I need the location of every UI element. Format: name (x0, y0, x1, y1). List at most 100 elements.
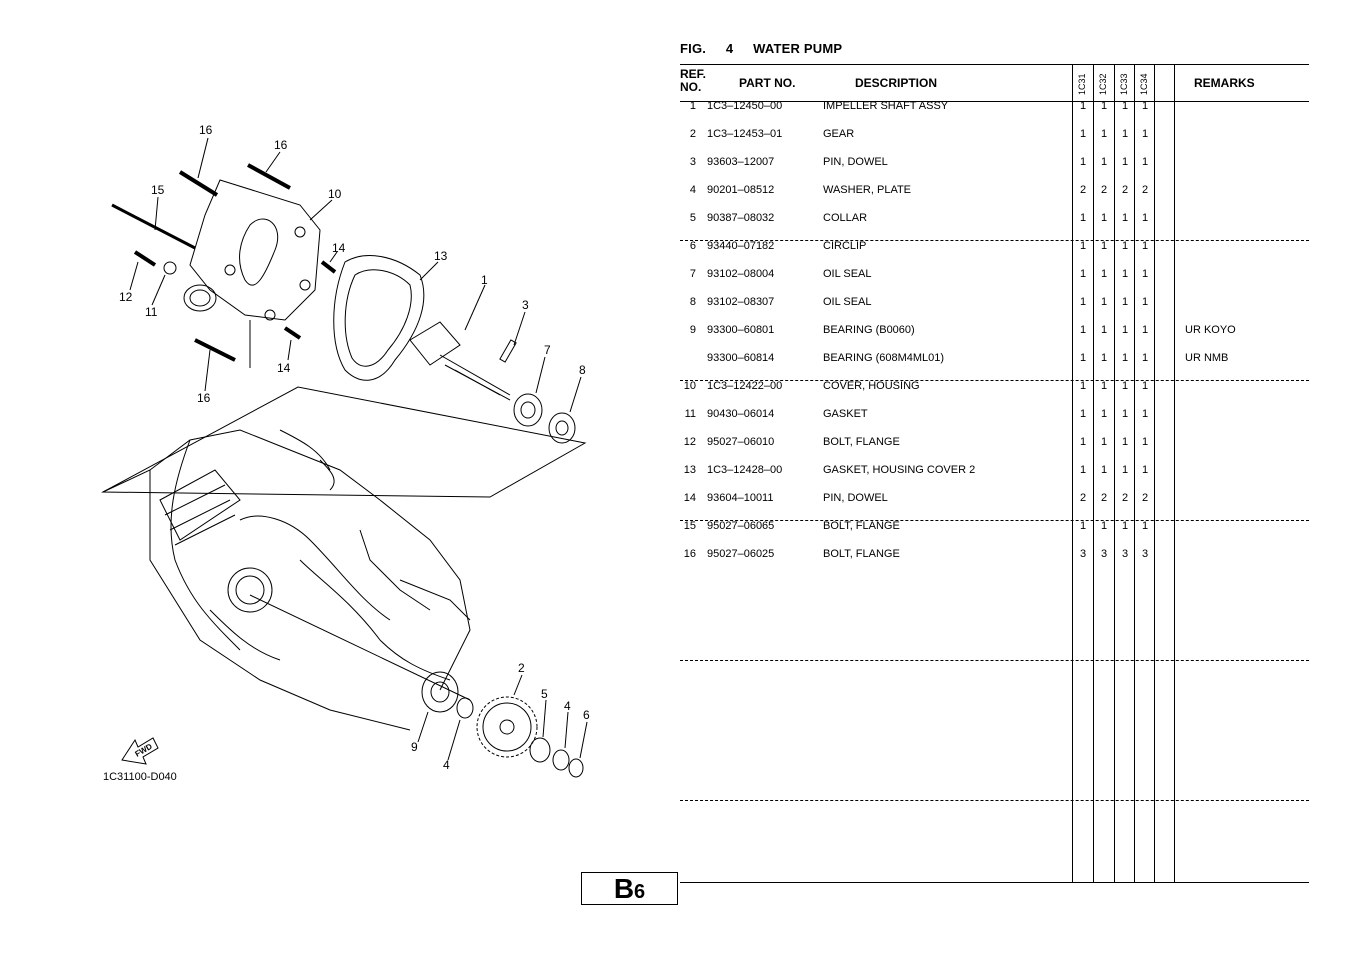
row-qty-model-3: 1 (1121, 464, 1129, 476)
row-qty-model-3: 1 (1121, 352, 1129, 364)
figure-title: FIG. 4 WATER PUMP (680, 41, 842, 56)
row-ref-no: 2 (689, 128, 696, 140)
row-part-no: 95027–06065 (707, 520, 775, 532)
row-description: BOLT, FLANGE (823, 436, 900, 448)
callout-12: 12 (119, 290, 133, 304)
callout-7: 7 (544, 343, 551, 357)
row-part-no: 1C3–12422–00 (707, 380, 783, 392)
row-ref-no: 1 (689, 100, 696, 112)
callout-16: 16 (197, 391, 211, 405)
group-separator (680, 660, 1309, 661)
row-part-no: 95027–06025 (707, 548, 775, 560)
row-qty-model-1: 1 (1079, 268, 1087, 280)
row-description: COLLAR (823, 212, 868, 224)
row-qty-model-4: 3 (1141, 548, 1149, 560)
row-qty-model-2: 1 (1100, 324, 1108, 336)
row-qty-model-3: 3 (1121, 548, 1129, 560)
row-qty-model-1: 1 (1079, 240, 1087, 252)
row-qty-model-3: 1 (1121, 156, 1129, 168)
group-separator (680, 520, 1309, 521)
callout-16: 16 (274, 138, 288, 152)
row-qty-model-1: 1 (1079, 436, 1087, 448)
row-part-no: 90201–08512 (707, 184, 775, 196)
row-qty-model-2: 1 (1100, 240, 1108, 252)
row-qty-model-4: 1 (1141, 100, 1149, 112)
row-description: GEAR (823, 128, 855, 140)
callout-2: 2 (518, 661, 525, 675)
row-description: OIL SEAL (823, 268, 872, 280)
header-ref: REF. NO. (680, 67, 707, 94)
group-separator (680, 800, 1309, 801)
header-part-no: PART NO. (739, 76, 796, 90)
row-description: WASHER, PLATE (823, 184, 912, 196)
row-description: OIL SEAL (823, 296, 872, 308)
row-part-no: 93300–60814 (707, 352, 775, 364)
row-ref-no: 6 (689, 240, 696, 252)
row-qty-model-2: 1 (1100, 100, 1108, 112)
callout-6: 6 (583, 708, 590, 722)
column-divider (1174, 64, 1175, 882)
row-ref-no: 10 (683, 380, 696, 392)
header-description: DESCRIPTION (855, 76, 938, 90)
row-qty-model-4: 2 (1141, 184, 1149, 196)
callout-8: 8 (579, 363, 586, 377)
row-qty-model-1: 1 (1079, 324, 1087, 336)
row-qty-model-1: 1 (1079, 352, 1087, 364)
row-part-no: 93300–60801 (707, 324, 775, 336)
row-part-no: 93440–07182 (707, 240, 775, 252)
row-ref-no: 13 (683, 464, 696, 476)
row-qty-model-4: 1 (1141, 464, 1149, 476)
diagram-code: 1C31100-D040 (103, 771, 177, 783)
page-letter: B (613, 873, 635, 904)
row-qty-model-3: 1 (1121, 128, 1129, 140)
row-part-no: 93603–12007 (707, 156, 775, 168)
callout-14: 14 (277, 361, 291, 375)
row-qty-model-3: 1 (1121, 296, 1129, 308)
row-part-no: 1C3–12428–00 (707, 464, 783, 476)
row-description: PIN, DOWEL (823, 156, 888, 168)
row-part-no: 90387–08032 (707, 212, 775, 224)
fig-number: 4 (725, 41, 734, 56)
row-ref-no: 11 (684, 408, 696, 420)
row-qty-model-2: 1 (1100, 352, 1108, 364)
column-divider (1134, 64, 1135, 882)
fig-label: FIG. (680, 41, 707, 56)
row-qty-model-4: 1 (1141, 212, 1149, 224)
row-ref-no: 12 (683, 436, 696, 448)
row-qty-model-3: 1 (1121, 268, 1129, 280)
row-qty-model-4: 1 (1141, 156, 1149, 168)
row-ref-no: 16 (683, 548, 696, 560)
row-qty-model-4: 1 (1141, 240, 1149, 252)
callout-15: 15 (151, 183, 165, 197)
callout-1: 1 (481, 273, 488, 287)
group-separator (680, 380, 1309, 381)
row-qty-model-4: 1 (1141, 520, 1149, 532)
page-number: 6 (634, 881, 646, 903)
row-qty-model-4: 1 (1141, 436, 1149, 448)
row-qty-model-1: 1 (1079, 520, 1087, 532)
row-qty-model-1: 1 (1079, 464, 1087, 476)
column-divider (1154, 64, 1155, 882)
row-ref-no: 4 (689, 184, 696, 196)
row-qty-model-2: 2 (1100, 184, 1108, 196)
row-part-no: 93102–08004 (707, 268, 775, 280)
row-qty-model-3: 1 (1121, 212, 1129, 224)
water-pump-exploded-view: 16 16 15 10 14 13 1 3 7 8 12 11 14 16 2 … (101, 123, 590, 778)
row-qty-model-1: 2 (1079, 184, 1087, 196)
row-qty-model-4: 1 (1141, 352, 1149, 364)
column-divider (1093, 64, 1094, 882)
column-divider (1072, 64, 1073, 882)
row-ref-no: 3 (689, 156, 696, 168)
row-part-no: 1C3–12450–00 (707, 100, 783, 112)
